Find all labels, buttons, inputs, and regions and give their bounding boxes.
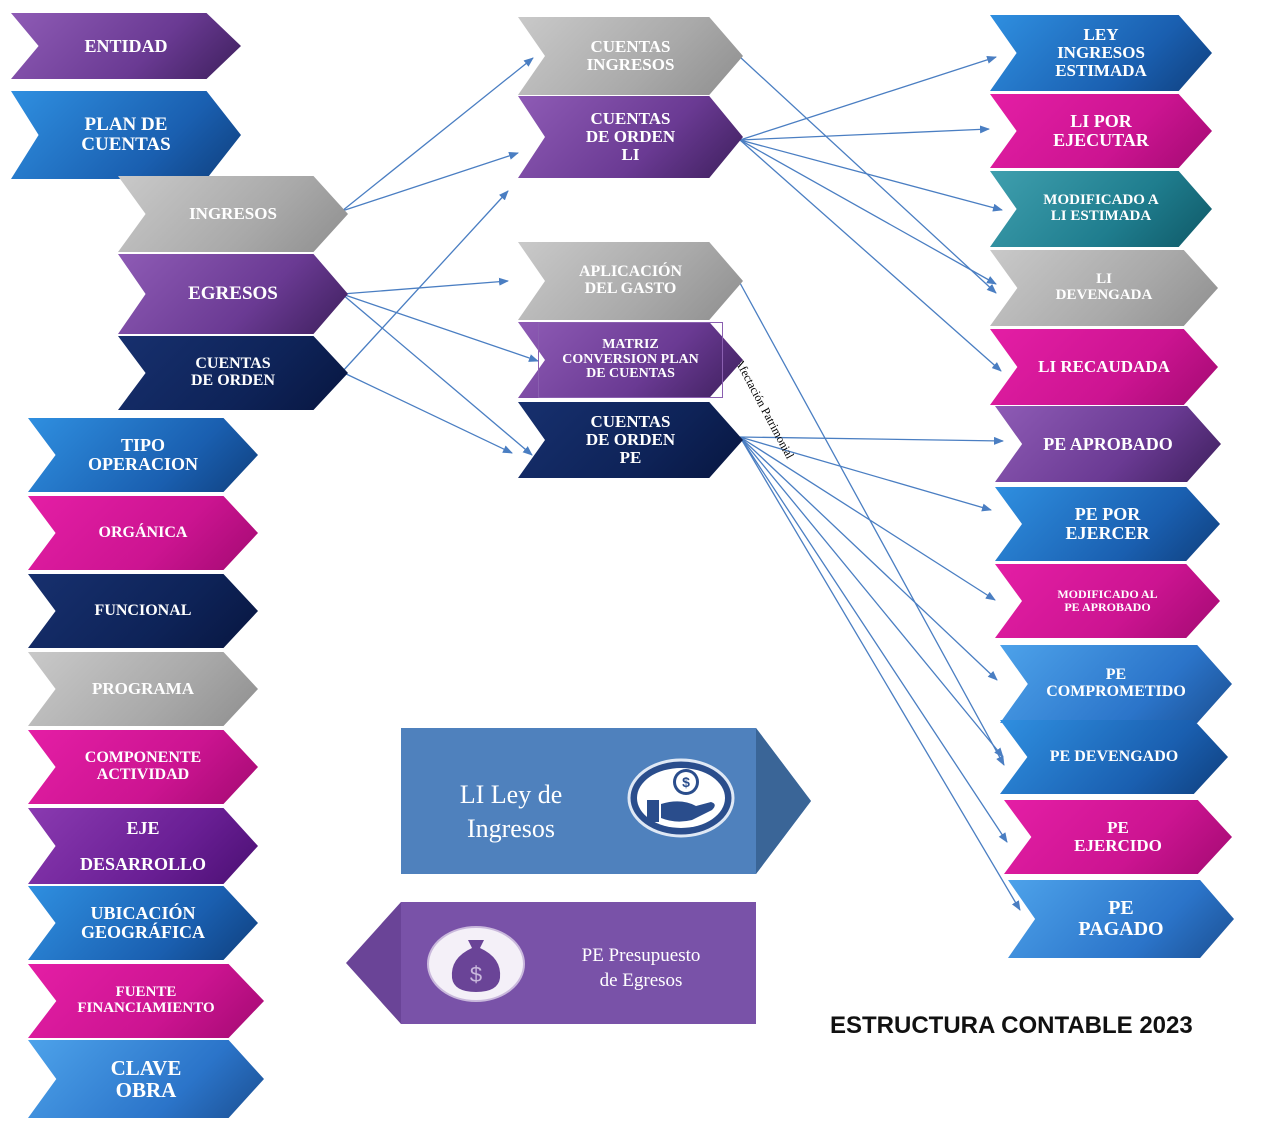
node-modificado-li: MODIFICADO A LI ESTIMADA <box>990 171 1212 247</box>
node-aplicacion-gasto: APLICACIÓN DEL GASTO <box>518 242 743 320</box>
node-clave-obra: CLAVE OBRA <box>28 1040 264 1118</box>
node-componente-actividad: COMPONENTE ACTIVIDAD <box>28 730 258 804</box>
node-eje-desarrollo: EJE DESARROLLO <box>28 808 258 884</box>
node-cuentas-orden-pe: CUENTAS DE ORDEN PE <box>518 402 743 478</box>
node-modificado-pe: MODIFICADO AL PE APROBADO <box>995 564 1220 638</box>
node-plan-cuentas: PLAN DE CUENTAS <box>11 91 241 179</box>
node-fuente-financiamiento: FUENTE FINANCIAMIENTO <box>28 964 264 1038</box>
arrow-pe-por-ejercer <box>739 436 992 512</box>
node-cuentas-orden-li: CUENTAS DE ORDEN LI <box>518 96 743 178</box>
svg-text:$: $ <box>682 774 690 790</box>
arrow-li-por-ejecutar <box>739 125 990 141</box>
arrow-pe-aprobado <box>739 436 1004 445</box>
arrow-egresos-matriz <box>341 293 539 362</box>
node-pe-ejercido: PE EJERCIDO <box>1004 800 1232 874</box>
arrow-cuentas-orden-pe <box>341 371 513 454</box>
arrow-li-ley-estimada <box>739 55 997 141</box>
node-entidad: ENTIDAD <box>11 13 241 79</box>
arrow-li-devengada <box>739 139 997 285</box>
node-pe-pagado: PE PAGADO <box>1008 880 1234 958</box>
node-ubicacion-geografica: UBICACIÓN GEOGRÁFICA <box>28 886 258 960</box>
hand-coin-icon: $ <box>627 758 735 838</box>
legend-li: LI Ley de Ingresos $ <box>401 728 811 874</box>
node-funcional: FUNCIONAL <box>28 574 258 648</box>
arrow-pe-comprometido <box>739 436 998 681</box>
legend-pe: PE Presupuesto de Egresos $ <box>346 902 756 1024</box>
arrow-egresos-aplicacion <box>341 277 509 295</box>
node-pe-aprobado: PE APROBADO <box>995 406 1221 482</box>
node-programa: PROGRAMA <box>28 652 258 726</box>
arrow-pe-ejercido <box>739 436 1008 843</box>
node-tipo-operacion: TIPO OPERACION <box>28 418 258 492</box>
node-pe-devengado: PE DEVENGADO <box>1000 720 1228 794</box>
legend-li-text: LI Ley de Ingresos <box>459 780 563 843</box>
node-li-devengada: LI DEVENGADA <box>990 250 1218 326</box>
arrow-pe-devengado <box>739 436 1004 758</box>
node-pe-por-ejercer: PE POR EJERCER <box>995 487 1220 561</box>
matriz-outline-box <box>538 322 723 398</box>
node-cuentas-ingresos: CUENTAS INGRESOS <box>518 17 743 95</box>
legend-pe-text: PE Presupuesto de Egresos <box>581 945 701 991</box>
node-li-recaudada: LI RECAUDADA <box>990 329 1218 405</box>
svg-text:$: $ <box>470 962 482 987</box>
arrow-pe-pagado <box>739 436 1021 911</box>
node-organica: ORGÁNICA <box>28 496 258 570</box>
arrow-cuentas-orden-li <box>341 190 509 373</box>
arrow-egresos-cuentas-orden-pe <box>341 293 533 456</box>
node-egresos: EGRESOS <box>118 254 348 334</box>
node-pe-comprometido: PE COMPROMETIDO <box>1000 645 1232 723</box>
arrow-li-modificado <box>739 139 1003 212</box>
node-cuentas-orden: CUENTAS DE ORDEN <box>118 336 348 410</box>
arrow-cuentas-ingresos-li-devengada <box>739 56 997 294</box>
arrow-aplicacion-pe-devengado <box>739 282 1005 766</box>
arrow-ingresos-cuentas-ingresos <box>341 57 534 212</box>
node-li-por-ejecutar: LI POR EJECUTAR <box>990 94 1212 168</box>
node-ingresos: INGRESOS <box>118 176 348 252</box>
arrow-pe-modificado <box>739 436 996 601</box>
money-bag-icon: $ <box>427 926 525 1002</box>
node-matriz-conversion: MATRIZ CONVERSION PLAN DE CUENTAS <box>518 322 743 398</box>
arrow-li-recaudada <box>739 139 1002 372</box>
page-title: ESTRUCTURA CONTABLE 2023 <box>830 1012 1193 1039</box>
arrow-ingresos-cuentas-orden-li <box>341 152 519 212</box>
node-ley-ingresos-estimada: LEY INGRESOS ESTIMADA <box>990 15 1212 91</box>
